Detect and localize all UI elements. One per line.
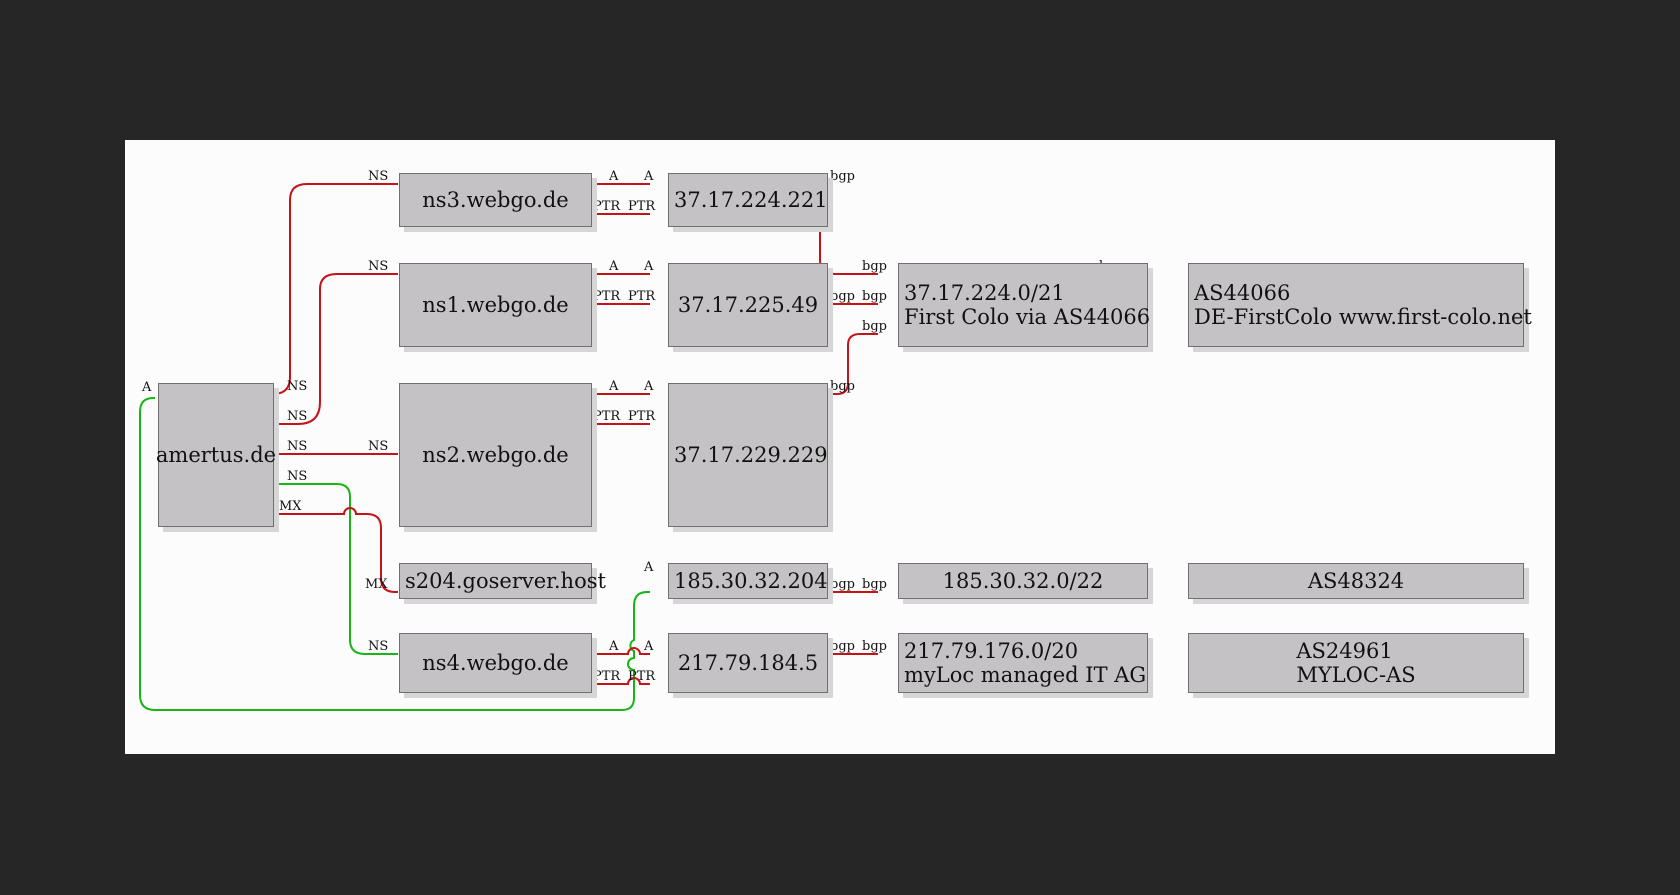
edge-ns4-ip1845-ptr	[593, 677, 650, 685]
node-as-24961[interactable]: AS24961 MYLOC-AS	[1188, 633, 1524, 693]
label-ns: NS	[287, 379, 307, 394]
node-net-185[interactable]: 185.30.32.0/22	[898, 563, 1148, 599]
label-bgp: bgp	[830, 169, 855, 184]
edge-ip229-net224	[805, 333, 878, 395]
label-bgp: bgp	[830, 639, 855, 654]
label-ptr: PTR	[593, 289, 621, 304]
node-ip-229[interactable]: 37.17.229.229	[668, 383, 828, 527]
label-ptr: PTR	[593, 409, 621, 424]
label-a: A	[643, 169, 654, 184]
label-a: A	[643, 379, 654, 394]
node-ip-1845-label: 217.79.184.5	[677, 651, 819, 675]
edge-amertus-ip204	[139, 397, 650, 711]
label-bgp: bgp	[830, 379, 855, 394]
node-ns4-label: ns4.webgo.de	[422, 651, 569, 675]
edge-amertus-ns1	[265, 273, 398, 425]
label-mx: MX	[365, 577, 388, 592]
node-s204-label: s204.goserver.host	[405, 569, 606, 593]
label-ptr: PTR	[593, 669, 621, 684]
node-net-224[interactable]: 37.17.224.0/21 First Colo via AS44066	[898, 263, 1151, 347]
node-amertus[interactable]: amertus.de	[155, 383, 277, 527]
node-ns2-label: ns2.webgo.de	[422, 443, 569, 467]
label-a: A	[608, 259, 619, 274]
edge-ns4-ip1845-a	[593, 647, 650, 655]
edge-amertus-s204	[265, 507, 398, 593]
label-ptr: PTR	[628, 289, 656, 304]
label-ns: NS	[368, 439, 388, 454]
node-ip-221-label: 37.17.224.221	[674, 188, 828, 212]
label-mx: MX	[279, 499, 302, 514]
label-bgp: bgp	[862, 639, 887, 654]
label-ptr: PTR	[628, 409, 656, 424]
diagram-canvas: NS NS NS NS NS NS NS MX MX NS A A A PTR …	[125, 140, 1555, 754]
node-ip-204[interactable]: 185.30.32.204	[668, 563, 828, 599]
node-as-48324[interactable]: AS48324	[1188, 563, 1524, 599]
node-ns1-label: ns1.webgo.de	[422, 293, 569, 317]
node-as-24961-line1: AS24961	[1296, 639, 1393, 663]
node-ns4[interactable]: ns4.webgo.de	[399, 633, 592, 693]
node-ip-204-label: 185.30.32.204	[674, 569, 828, 593]
label-ns: NS	[368, 259, 388, 274]
label-a: A	[608, 639, 619, 654]
edge-amertus-ns4	[265, 483, 398, 655]
node-as-44066-line1: AS44066	[1194, 281, 1291, 305]
label-a: A	[608, 379, 619, 394]
node-ip-229-label: 37.17.229.229	[674, 443, 828, 467]
label-ns: NS	[368, 169, 388, 184]
node-net-217-line2: myLoc managed IT AG	[904, 663, 1147, 687]
label-bgp: bgp	[830, 577, 855, 592]
label-a: A	[643, 639, 654, 654]
label-a: A	[141, 380, 152, 395]
node-net-217[interactable]: 217.79.176.0/20 myLoc managed IT AG	[898, 633, 1148, 693]
node-as-44066[interactable]: AS44066 DE-FirstColo www.first-colo.net	[1188, 263, 1532, 347]
label-bgp: bgp	[862, 319, 887, 334]
node-net-224-line2: First Colo via AS44066	[904, 305, 1151, 329]
node-ns3-label: ns3.webgo.de	[422, 188, 569, 212]
label-ptr: PTR	[628, 199, 656, 214]
node-ip-49-label: 37.17.225.49	[677, 293, 819, 317]
node-as-24961-line2: MYLOC-AS	[1296, 663, 1416, 687]
label-a: A	[643, 259, 654, 274]
label-bgp: bgp	[862, 289, 887, 304]
edges-layer: NS NS NS NS NS NS NS MX MX NS A A A PTR …	[139, 169, 1135, 711]
node-net-224-line1: 37.17.224.0/21	[904, 281, 1065, 305]
node-net-185-label: 185.30.32.0/22	[942, 569, 1104, 593]
edge-labels: NS NS NS NS NS NS NS MX MX NS A A A PTR …	[141, 169, 1124, 684]
node-ns3[interactable]: ns3.webgo.de	[399, 173, 592, 227]
label-bgp: bgp	[862, 577, 887, 592]
label-ns: NS	[368, 639, 388, 654]
label-bgp: bgp	[830, 289, 855, 304]
label-ns: NS	[287, 409, 307, 424]
label-ptr: PTR	[628, 669, 656, 684]
node-as-24961-block: AS24961 MYLOC-AS	[1296, 639, 1415, 687]
label-ns: NS	[287, 439, 307, 454]
node-as-44066-line2: DE-FirstColo www.first-colo.net	[1194, 305, 1532, 329]
node-ns2[interactable]: ns2.webgo.de	[399, 383, 592, 527]
node-s204[interactable]: s204.goserver.host	[399, 563, 606, 599]
edge-amertus-ns3	[265, 183, 398, 395]
node-net-217-line1: 217.79.176.0/20	[904, 639, 1079, 663]
node-ip-1845[interactable]: 217.79.184.5	[668, 633, 828, 693]
label-a: A	[608, 169, 619, 184]
node-ip-221[interactable]: 37.17.224.221	[668, 173, 828, 227]
label-bgp: bgp	[862, 259, 887, 274]
label-ptr: PTR	[593, 199, 621, 214]
node-ns1[interactable]: ns1.webgo.de	[399, 263, 592, 347]
node-amertus-label: amertus.de	[155, 443, 277, 467]
node-as-48324-label: AS48324	[1307, 569, 1405, 593]
label-a: A	[643, 560, 654, 575]
label-ns: NS	[287, 469, 307, 484]
node-ip-49[interactable]: 37.17.225.49	[668, 263, 828, 347]
